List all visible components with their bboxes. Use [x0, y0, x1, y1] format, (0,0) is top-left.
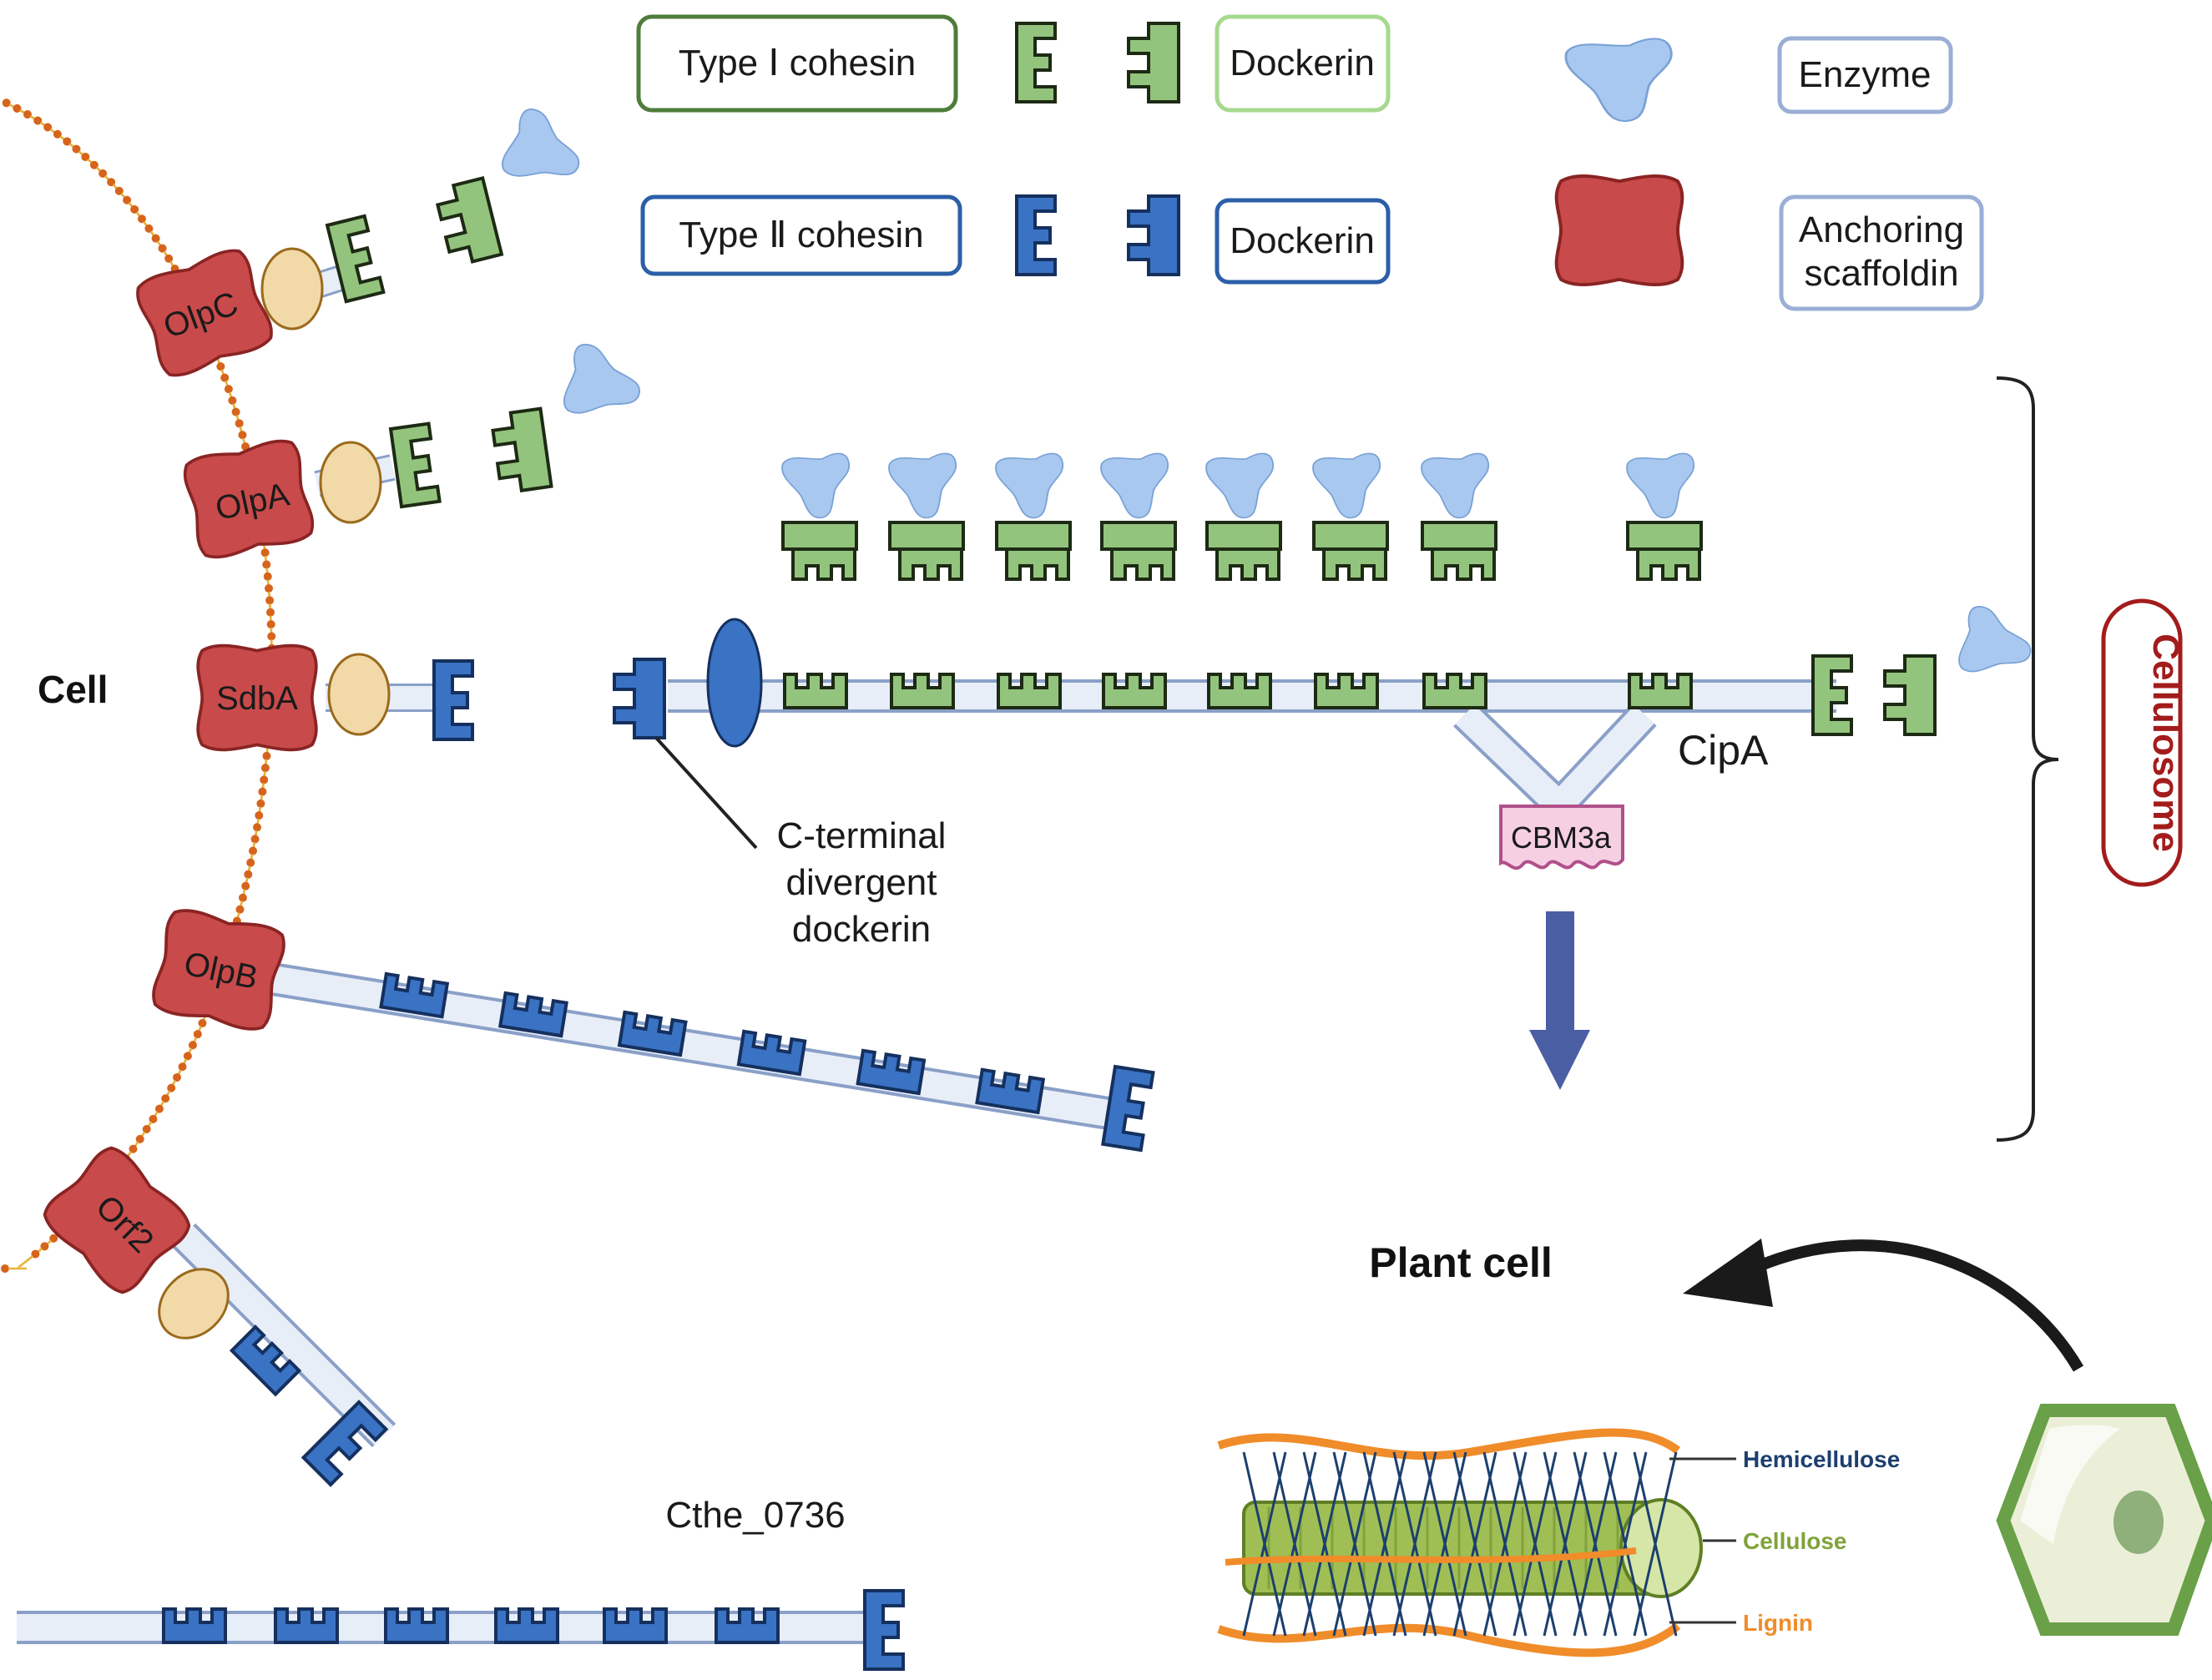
cterminal-dockerin [613, 658, 666, 739]
cipa-enzyme [1312, 452, 1381, 519]
olpa-cohesin [389, 421, 442, 509]
nucleus-icon [2114, 1491, 2164, 1554]
plant-cell-icon [1996, 1404, 2212, 1636]
legend-type1-cohesin-label: Type Ⅰ cohesin [679, 43, 916, 83]
cipa-scaffoldin: CBM3a CipA C-terminal divergent dockerin [613, 452, 2041, 950]
cthe0736-complex: Cthe_0736 [17, 1495, 905, 1671]
cipa-dockerin-body [1421, 521, 1497, 551]
cellulosome-label: Cellulosome [2145, 633, 2186, 852]
legend-anchoring-label-1: Anchoring [1799, 209, 1964, 250]
anchoring-scaffoldin-legend-icon [1554, 174, 1684, 287]
cthe-terminal-cohesin [863, 1589, 905, 1671]
type1-dockerin-icon [1127, 22, 1180, 103]
olpc-dockerin [432, 176, 503, 269]
lipid-icon [0, 1263, 28, 1274]
olpb-complex: OlpB [148, 905, 1155, 1153]
cipa-enzyme [1100, 452, 1169, 519]
olpa-enzyme [554, 340, 650, 432]
cthe-cohesin [162, 1607, 227, 1644]
enzyme-legend-icon [1564, 37, 1673, 123]
sdba-label: SdbA [216, 680, 298, 717]
olpc-enzyme [492, 103, 593, 204]
orf2-slh-domain [158, 1268, 230, 1339]
cipa-enzyme [1626, 452, 1695, 519]
cipa-enzyme [888, 452, 957, 519]
cipa-cohesin [1422, 673, 1487, 709]
cipa-cohesin [890, 673, 955, 709]
legend: Type Ⅰ cohesin Dockerin Type Ⅱ cohesin D… [636, 14, 1984, 311]
cipa-cohesin [1102, 673, 1167, 709]
legend-enzyme-box [1777, 36, 1953, 114]
legend-type2-cohesin-box [640, 194, 962, 276]
cipa-dockerin-body [888, 521, 965, 551]
cthe-label: Cthe_0736 [665, 1495, 845, 1536]
cipa-enzyme [1205, 452, 1275, 519]
cell-label: Cell [38, 668, 108, 711]
cterminal-label-2: divergent [785, 862, 937, 903]
lignocellulose-fiber: Hemicellulose Cellulose Lignin [1217, 1428, 1900, 1657]
cipa-dockerin-body [1312, 521, 1389, 551]
cterminal-label-1: C-terminal [777, 815, 947, 856]
cbm3a-module [1499, 805, 1624, 870]
cipa-cohesin [1207, 673, 1272, 709]
legend-enzyme-label: Enzyme [1799, 54, 1932, 95]
lignin-label: Lignin [1743, 1610, 1813, 1636]
cipa-cohesin [997, 673, 1062, 709]
sdba-complex: SdbA [196, 643, 474, 752]
hemicellulose-label: Hemicellulose [1743, 1446, 1900, 1472]
olpa-complex: OlpA [179, 340, 650, 563]
legend-dockerin1-label: Dockerin [1230, 43, 1375, 83]
sdba-slh-domain [327, 653, 391, 736]
cellulosome-brace [1996, 376, 2059, 1142]
plant-cell-label: Plant cell [1369, 1239, 1553, 1286]
cipa-enzyme [995, 452, 1064, 519]
cbm3a-label: CBM3a [1511, 820, 1612, 855]
cipa-cohesin [1314, 673, 1379, 709]
type2-dockerin-icon [1127, 194, 1180, 276]
cipa-terminal-cohesin [1811, 654, 1853, 736]
type2-cohesin-icon [1015, 194, 1057, 276]
legend-dockerin1-box [1215, 14, 1391, 113]
legend-type1-cohesin-box [636, 14, 958, 113]
cthe-cohesin [274, 1607, 339, 1644]
orf2-complex: Orf2 [36, 1139, 396, 1485]
legend-anchoring-box [1779, 194, 1984, 311]
olpa-dockerin [489, 406, 553, 496]
cipa-dockerin-body [1205, 521, 1282, 551]
curved-arrow-head [1683, 1239, 1773, 1307]
olpb-terminal-cohesin [1101, 1065, 1155, 1153]
cterminal-label-3: dockerin [792, 909, 931, 950]
cipa-dockerin-body [1626, 521, 1703, 551]
olpa-slh-domain [319, 441, 382, 524]
curved-arrow [1750, 1239, 2084, 1372]
x-module [706, 618, 763, 748]
cipa-dockerin-body [995, 521, 1072, 551]
legend-type2-cohesin-label: Type Ⅱ cohesin [679, 214, 923, 255]
cthe-cohesin [603, 1607, 668, 1644]
cellulosome-box [2101, 598, 2183, 887]
cipa-enzyme [1421, 452, 1490, 519]
cipa-terminal-enzyme [1950, 603, 2041, 690]
cellulose-label: Cellulose [1743, 1528, 1846, 1554]
olpc-complex: OlpC [131, 103, 593, 382]
cipa-label: CipA [1678, 727, 1769, 774]
cipa-cohesin [783, 673, 848, 709]
cthe-cohesin [715, 1607, 780, 1644]
legend-dockerin2-label: Dockerin [1230, 220, 1375, 261]
down-arrow [1529, 911, 1590, 1090]
cipa-cohesin [1628, 673, 1693, 709]
legend-dockerin2-box [1215, 198, 1391, 285]
cthe-cohesin [494, 1607, 559, 1644]
legend-anchoring-label-2: scaffoldin [1804, 253, 1958, 294]
cthe-cohesin [384, 1607, 449, 1644]
cipa-enzyme [781, 452, 851, 519]
cipa-dockerin-body [1100, 521, 1177, 551]
lipid-icon [14, 1247, 43, 1272]
cipa-dockerin-body [781, 521, 858, 551]
olpc-slh-domain [260, 247, 324, 330]
sdba-type2-cohesin [432, 659, 474, 741]
cipa-terminal-dockerin [1883, 654, 1937, 736]
type1-cohesin-icon [1015, 22, 1057, 103]
